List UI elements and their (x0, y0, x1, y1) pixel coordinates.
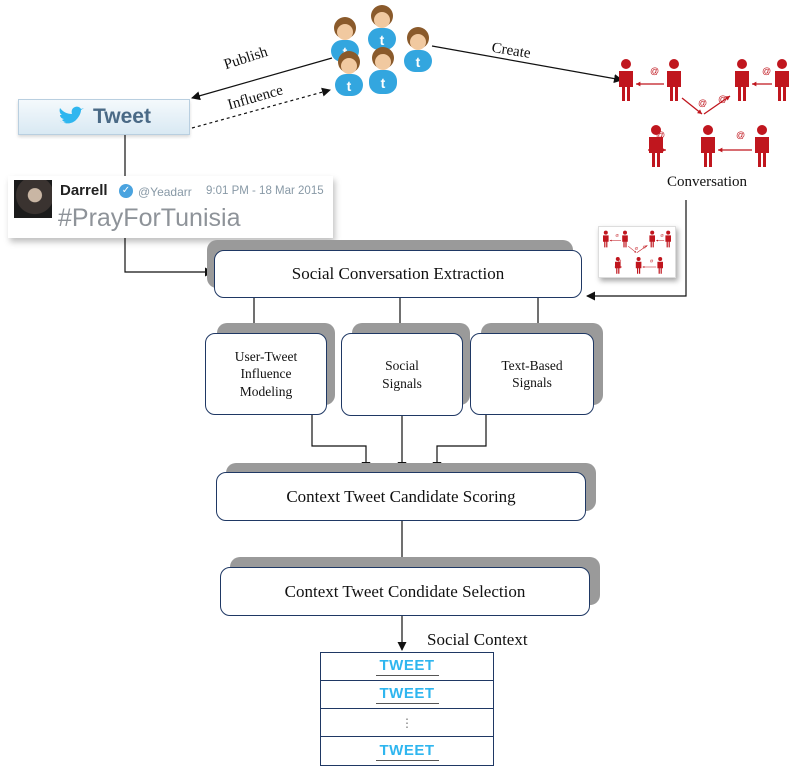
user-icon: t (331, 17, 359, 62)
svg-text:@: @ (660, 234, 664, 238)
social-context-label: Social Context (427, 630, 528, 649)
tweet-hashtag: #PrayForTunisia (58, 204, 241, 232)
svg-text:@: @ (650, 259, 654, 263)
person-icon (755, 125, 769, 167)
twitter-bird-icon (59, 106, 85, 124)
social-context-stack: TWEET TWEET ⋮ TWEET (320, 652, 494, 766)
person-icon (735, 59, 749, 101)
user-tweet-line-1: User-Tweet (234, 349, 298, 365)
user-tweet-line-2: Influence (240, 366, 292, 382)
mention-symbol: @ (656, 130, 665, 140)
context-tweet-row: TWEET (321, 737, 493, 765)
create-arrow (431, 45, 623, 84)
user-icon: t (368, 5, 396, 50)
social-signals-line-1: Social (385, 358, 419, 374)
scoring-box: Context Tweet Candidate Scoring (216, 472, 586, 521)
person-icon (701, 125, 715, 167)
tweet-button-label: Tweet (93, 105, 151, 128)
tweet-user-name: Darrell (60, 182, 108, 199)
text-based-line-1: Text-Based (501, 357, 563, 373)
person-icon (775, 59, 789, 101)
extraction-box: Social Conversation Extraction (214, 250, 582, 298)
context-tweet-label: TWEET (375, 685, 439, 704)
mention-symbol: @ (718, 94, 727, 104)
svg-text:@: @ (618, 259, 622, 263)
svg-text:@: @ (615, 234, 619, 238)
context-tweet-row: TWEET (321, 681, 493, 709)
svg-text:@: @ (635, 246, 639, 250)
tweet-time: 9:01 PM - 18 Mar 2015 (206, 185, 324, 197)
mention-symbol: @ (650, 66, 659, 76)
context-tweet-label: TWEET (375, 657, 439, 676)
svg-text:t: t (347, 78, 352, 94)
person-icon (649, 125, 663, 167)
user-icon: t (335, 51, 363, 96)
context-tweet-label: TWEET (375, 742, 439, 761)
user-tweet-box: User-Tweet Influence Modeling (205, 333, 327, 415)
selection-box: Context Tweet Condidate Selection (220, 567, 590, 616)
text-to-scoring-arrow (432, 415, 487, 471)
svg-text:t: t (380, 32, 385, 48)
avatar (14, 180, 52, 218)
tweet-card: Darrell ✓ @Yeadarr 9:01 PM - 18 Mar 2015… (8, 176, 333, 238)
conversation-label: Conversation (667, 174, 747, 190)
text-based-line-2: Signals (512, 375, 552, 390)
person-icon (667, 59, 681, 101)
conversation-to-extraction-arrow (586, 200, 687, 301)
mention-symbol: @ (762, 66, 771, 76)
svg-text:@: @ (643, 245, 647, 249)
conversation-network: @ @ @ @ @ @ (619, 59, 789, 167)
tweet-handle: @Yeadarr (138, 185, 192, 199)
verified-icon: ✓ (119, 184, 133, 198)
context-tweet-row: TWEET (321, 653, 493, 681)
social-signals-line-2: Signals (382, 375, 422, 391)
user-tweet-line-3: Modeling (239, 383, 293, 399)
mention-symbol: @ (736, 130, 745, 140)
twitter-users-icon: t t t t t (331, 5, 432, 96)
mention-symbol: @ (698, 98, 707, 108)
social-signals-box: Social Signals (341, 333, 463, 416)
tweet-button[interactable]: Tweet (18, 99, 190, 135)
context-ellipsis-row: ⋮ (321, 709, 493, 737)
conversation-thumbnail: @ @ @ @ @ @ (598, 226, 676, 278)
usertweet-to-scoring-arrow (311, 415, 371, 471)
mention-arrow (703, 95, 731, 115)
text-based-signals-box: Text-Based Signals (470, 333, 594, 415)
publish-arrow (191, 57, 333, 101)
vertical-ellipsis: ⋮ (401, 715, 413, 730)
svg-text:t: t (381, 75, 386, 91)
svg-text:t: t (416, 54, 421, 70)
person-icon (619, 59, 633, 101)
user-icon: t (404, 27, 432, 72)
user-icon: t (369, 47, 397, 94)
